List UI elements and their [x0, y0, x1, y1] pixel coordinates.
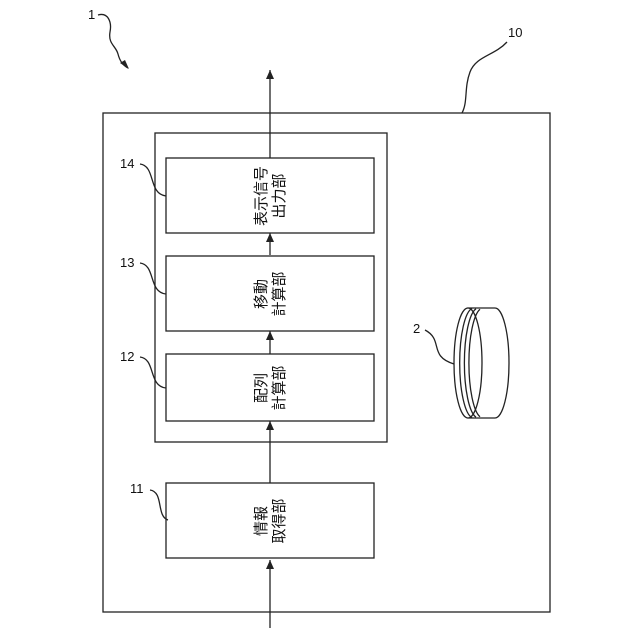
storage-disk-stack-icon	[454, 308, 509, 418]
block-13-label-line2: 計算部	[270, 271, 288, 316]
block-12-label-line2: 計算部	[270, 365, 288, 410]
system-leader-line	[98, 14, 128, 68]
device-leader-line	[462, 42, 507, 113]
block-12-label-line1: 配列	[252, 373, 270, 403]
storage-ref-label: 2	[413, 321, 420, 336]
block-12-ref-label: 12	[120, 349, 134, 364]
block-14-display-signal-output: 表示信号 出力部	[166, 158, 374, 233]
system-ref-label: 1	[88, 7, 95, 22]
block-11-information-acquisition: 情報 取得部	[166, 483, 374, 558]
block-11-label-line1: 情報	[252, 506, 270, 536]
block-14-label-line2: 出力部	[270, 173, 288, 218]
block-12-array-calculation: 配列 計算部	[166, 354, 374, 421]
block-13-ref-label: 13	[120, 255, 134, 270]
block-11-label-line2: 取得部	[270, 498, 288, 543]
block-13-movement-calculation: 移動 計算部	[166, 256, 374, 331]
block-13-label-line1: 移動	[252, 279, 270, 309]
block-14-label-line1: 表示信号	[252, 166, 270, 226]
device-ref-label: 10	[508, 25, 522, 40]
block-14-ref-label: 14	[120, 156, 134, 171]
block-11-ref-label: 11	[130, 481, 144, 496]
